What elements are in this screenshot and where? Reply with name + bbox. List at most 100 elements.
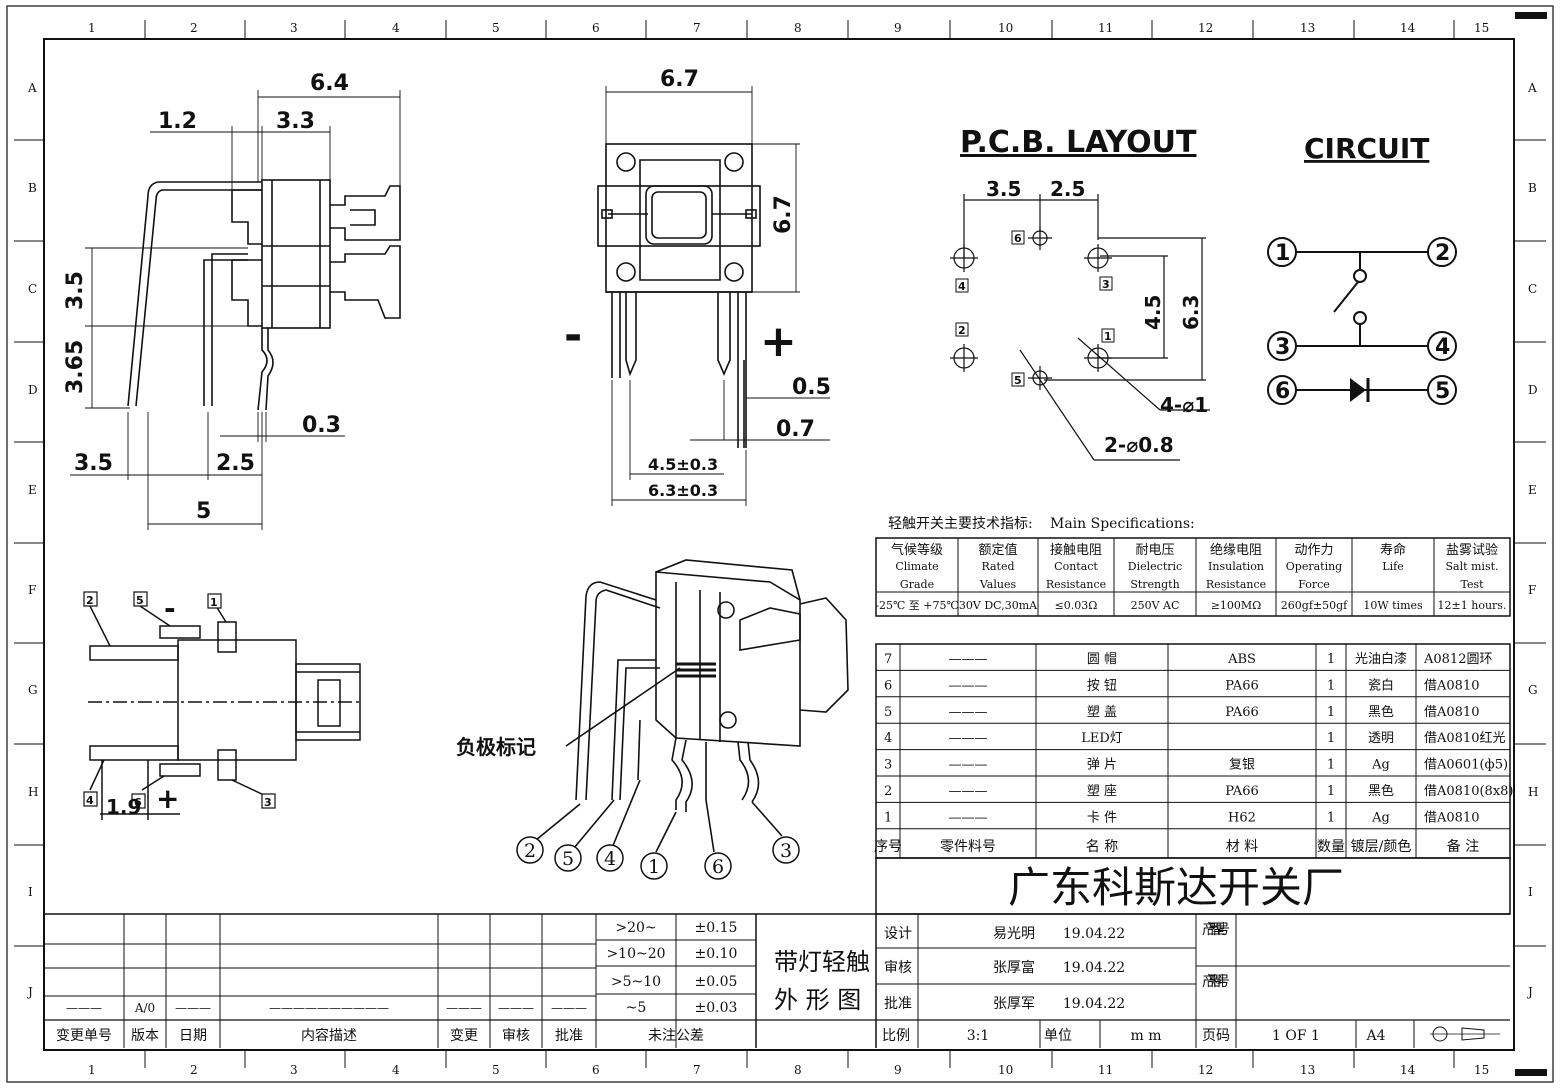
bom-row-4-qty: 1 <box>1327 731 1335 746</box>
sign-role-1: 审核 <box>884 960 912 976</box>
spec-header-cn-5: 动作力 <box>1294 543 1333 558</box>
column-label-bottom-2: 2 <box>190 1063 198 1077</box>
spec-header-en1-7: Salt mist. <box>1445 560 1498 573</box>
column-label-bottom-9: 9 <box>894 1063 902 1077</box>
spec-value-3: 250V AC <box>1131 599 1180 612</box>
column-label-bottom-1: 1 <box>88 1063 96 1077</box>
bom-row-2-part: ——— <box>949 784 988 799</box>
pcb-dim-4-5: 4.5 <box>1141 295 1165 330</box>
row-label-F: F <box>28 583 36 597</box>
circuit-pin-6: 6 <box>1275 379 1290 404</box>
sign-date-0: 19.04.22 <box>1063 926 1125 942</box>
column-label-12: 12 <box>1198 21 1213 35</box>
product-model-label-a: 产品型号 <box>1202 922 1230 938</box>
bom-row-5-name: 塑 盖 <box>1087 705 1117 720</box>
rev-header-4: 变更 <box>450 1028 478 1044</box>
column-label-5: 5 <box>492 21 500 35</box>
bom-row-4-part: ——— <box>949 731 988 746</box>
rev-value-no: ——— <box>66 1001 102 1015</box>
dim-4-5: 4.5±0.3 <box>648 455 718 474</box>
bom-row-5-finish: 黑色 <box>1368 704 1394 720</box>
bottom-dim-1-9: 1.9 <box>106 795 141 819</box>
rev-value-desc: —————————— <box>269 1001 389 1015</box>
bom-row-5-no: 5 <box>884 705 892 720</box>
rev-header-3: 内容描述 <box>301 1027 357 1044</box>
pcb-pin-box-5 <box>1011 372 1025 387</box>
pcb-pin-2: 2 <box>958 324 966 337</box>
tol-range-0: >20~ <box>615 920 656 936</box>
column-label-bottom-15: 15 <box>1474 1063 1489 1077</box>
bom-header-name: 名 称 <box>1086 839 1118 855</box>
bottom-pin-5: 5 <box>136 594 144 607</box>
bottom-pin-1: 1 <box>210 596 218 609</box>
dim-1-2: 1.2 <box>158 109 197 134</box>
dim-6-4: 6.4 <box>310 71 349 96</box>
sheet-border <box>6 5 1554 1083</box>
sign-date-1: 19.04.22 <box>1063 960 1125 976</box>
bom-header-no: 序号 <box>874 839 902 855</box>
circuit-pin-5: 5 <box>1435 379 1450 404</box>
circuit-pin-circle-6 <box>1267 375 1297 405</box>
sheet-size: A4 <box>1365 1028 1385 1044</box>
spec-header-en1-5: Operating <box>1286 560 1342 573</box>
dim-3-65: 3.65 <box>63 340 88 394</box>
spec-value-1: 30V DC,30mA <box>959 599 1038 612</box>
column-label-bottom-10: 10 <box>998 1063 1013 1077</box>
spec-header-en1-3: Dielectric <box>1128 560 1182 573</box>
pcb-hole-4-d1: 4-⌀1 <box>1160 393 1208 417</box>
row-label-D: D <box>28 383 38 397</box>
circuit-pin-4: 4 <box>1435 335 1450 360</box>
scale-value: 3:1 <box>967 1028 990 1044</box>
column-label-6: 6 <box>592 21 600 35</box>
rev-value-chg: ——— <box>446 1001 482 1015</box>
bom-row-3-no: 3 <box>884 758 892 773</box>
spec-header-en2-1: Values <box>979 578 1017 591</box>
column-label-9: 9 <box>894 21 902 35</box>
bottom-pin-2: 2 <box>86 594 94 607</box>
drawing-name-line2: 外 形 图 <box>774 986 861 1014</box>
bom-row-6-part: ——— <box>949 678 988 693</box>
pcb-pin-box-3 <box>1099 276 1113 291</box>
dim-3-5-vertical: 3.5 <box>63 271 88 310</box>
pcb-pin-1: 1 <box>1104 330 1112 343</box>
specs-title-en: Main Specifications: <box>1050 516 1195 532</box>
front-view <box>597 143 761 448</box>
iso-pin-circle-4 <box>596 844 624 872</box>
rev-header-1: 版本 <box>131 1028 159 1044</box>
bom-row-7-finish: 光油白漆 <box>1355 651 1407 667</box>
registration-marks <box>1515 12 1547 1076</box>
column-label-4: 4 <box>392 21 400 35</box>
column-label-15: 15 <box>1474 21 1489 35</box>
bom-row-7-material: ABS <box>1227 652 1256 667</box>
pcb-dim-6-3: 6.3 <box>1179 295 1203 330</box>
iso-pin-circle-6 <box>704 852 732 880</box>
pcb-pin-box-4 <box>955 278 969 293</box>
minus-marker: - <box>564 310 582 361</box>
bottom-pin-4: 4 <box>86 794 94 807</box>
bom-row-6-qty: 1 <box>1327 678 1335 693</box>
iso-pin-circle-5 <box>554 844 582 872</box>
page-label: 页码 <box>1202 1028 1230 1044</box>
dim-0-5: 0.5 <box>792 375 831 400</box>
rev-value-ver: A/0 <box>134 1001 155 1015</box>
column-label-bottom-5: 5 <box>492 1063 500 1077</box>
bom-row-1-name: 卡 件 <box>1087 810 1117 825</box>
rev-value-chk: ——— <box>498 1001 534 1015</box>
iso-pin-4: 4 <box>604 848 616 870</box>
iso-pin-5: 5 <box>562 848 574 870</box>
circuit-pin-circle-1 <box>1267 237 1297 267</box>
tol-value-1: ±0.10 <box>695 946 738 962</box>
spec-header-en1-4: Insulation <box>1208 560 1264 573</box>
pcb-pin-box-2 <box>955 322 969 337</box>
row-label-right-H: H <box>1528 785 1538 799</box>
spec-header-en2-2: Resistance <box>1046 578 1106 591</box>
pcb-pin-4: 4 <box>958 280 966 293</box>
bom-row-2-note: 借A0810(8x8) <box>1424 784 1514 799</box>
row-label-E: E <box>28 483 37 497</box>
bom-row-3-finish: Ag <box>1371 758 1390 773</box>
row-label-right-I: I <box>1528 885 1533 899</box>
row-label-right-J: J <box>1526 985 1533 999</box>
pcb-pin-5: 5 <box>1014 374 1022 387</box>
row-label-right-G: G <box>1528 683 1538 697</box>
